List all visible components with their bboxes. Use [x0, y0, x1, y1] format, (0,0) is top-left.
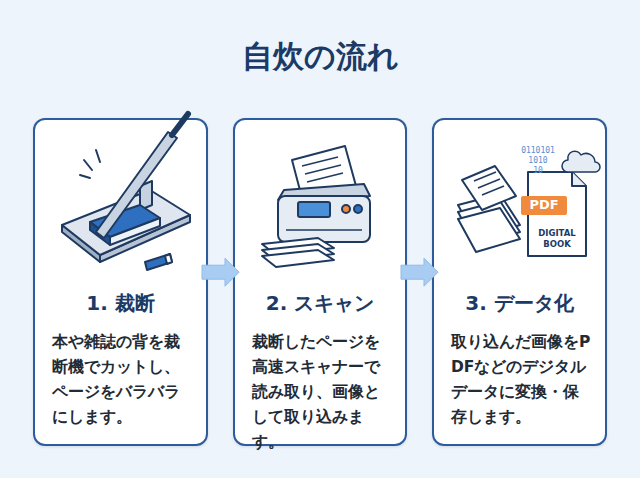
step-card: 2. スキャン裁断したページを高速スキャナーで読み取り、画像として取り込みます。 [233, 118, 407, 446]
step-description: 裁断したページを高速スキャナーで読み取り、画像として取り込みます。 [252, 330, 392, 455]
step-heading: 1. 裁断 [35, 290, 206, 317]
step-card: 3. データ化取り込んだ画像をPDFなどのデジタルデータに変換・保存します。 [432, 118, 607, 446]
flow-arrow [401, 258, 438, 286]
step-card: 1. 裁断本や雑誌の背を裁断機でカットし、ページをバラバラにします。 [33, 118, 208, 446]
illustration-label: 0110101 [518, 146, 558, 156]
illustration-label: 1010 [518, 156, 558, 166]
step-description: 本や雑誌の背を裁断機でカットし、ページをバラバラにします。 [52, 330, 193, 430]
step-heading: 3. データ化 [434, 290, 605, 317]
step-heading: 2. スキャン [235, 290, 405, 317]
step-description: 取り込んだ画像をPDFなどのデジタルデータに変換・保存します。 [451, 330, 592, 430]
illustration-label: 10 [518, 166, 558, 176]
illustration-label: PDF [521, 197, 567, 212]
flow-arrow [202, 258, 239, 286]
diagram-title: 自炊の流れ [0, 36, 640, 78]
illustration-label: DIGITAL BOOK [533, 228, 581, 249]
